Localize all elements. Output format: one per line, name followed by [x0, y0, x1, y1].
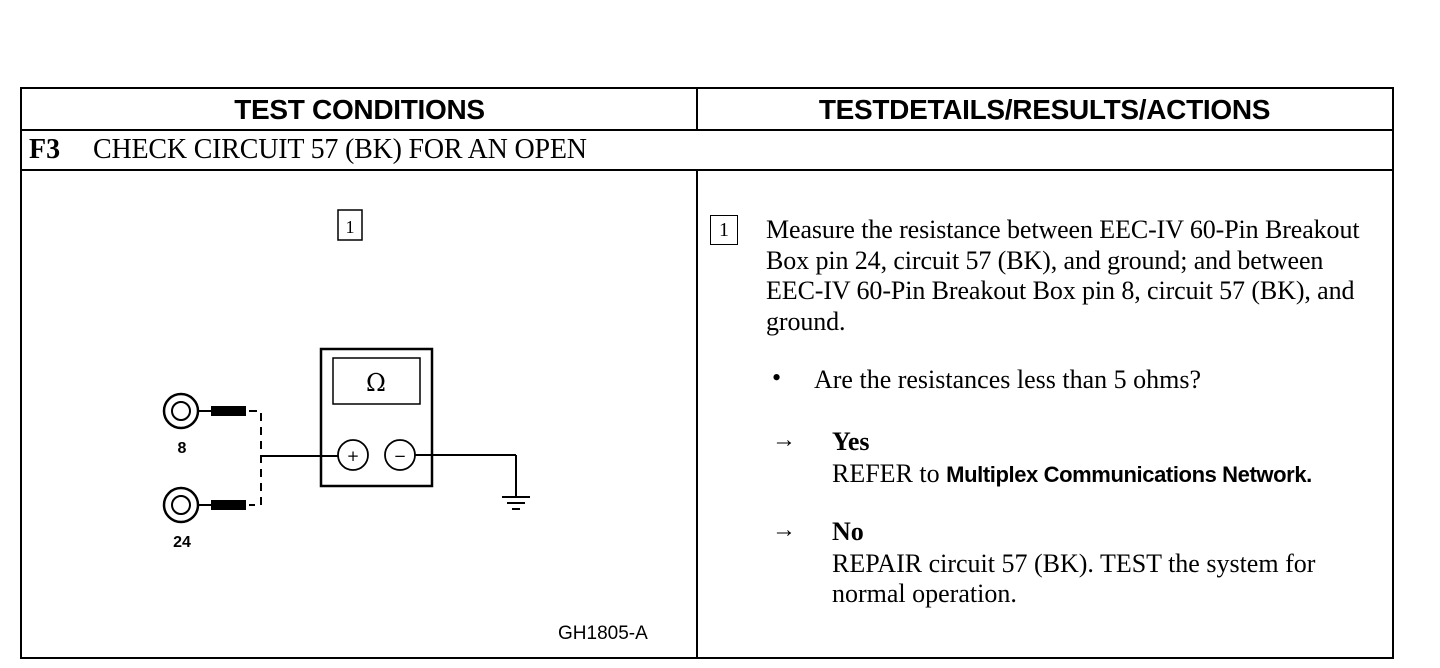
jumper-lead [249, 410, 262, 506]
yes-action-ref: Multiplex Communications Network. [946, 462, 1312, 487]
pin-24-label: 24 [173, 534, 191, 551]
header-rule [22, 129, 1392, 131]
figure-code: GH1805-A [558, 623, 648, 644]
yes-action: REFER to Multiplex Communications Networ… [832, 459, 1392, 490]
diagram-step-number: 1 [346, 217, 355, 237]
no-arrow-icon: → [772, 517, 796, 543]
minus-label: − [394, 447, 407, 465]
details-step-marker: 1 [710, 215, 738, 245]
header-test-conditions: TEST CONDITIONS [234, 94, 485, 125]
plus-label: + [347, 447, 360, 465]
pin-8-label: 8 [178, 440, 187, 457]
no-action: REPAIR circuit 57 (BK). TEST the system … [832, 549, 1316, 608]
header-test-details: TESTDETAILS/RESULTS/ACTIONS [818, 94, 1271, 125]
step-rule [22, 169, 1392, 171]
bullet: • [772, 363, 782, 392]
yes-label: Yes [832, 427, 870, 456]
step-title-row: F3 CHECK CIRCUIT 57 (BK) FOR AN OPEN [22, 131, 1392, 169]
step-title: CHECK CIRCUIT 57 (BK) FOR AN OPEN [93, 134, 587, 165]
question-text: Are the resistances less than 5 ohms? [814, 365, 1202, 394]
test-details: 1 Measure the resistance between EEC-IV … [698, 171, 1392, 659]
ground-symbol-icon [502, 496, 530, 510]
diagram-step-marker: 1 [337, 209, 363, 241]
no-label: No [832, 517, 864, 546]
ohmmeter-diagram: 1 Ω + − [162, 209, 530, 551]
yes-action-prefix: REFER to [832, 459, 940, 488]
test-table: TEST CONDITIONS TESTDETAILS/RESULTS/ACTI… [20, 87, 1394, 659]
instruction-text: Measure the resistance between EEC-IV 60… [766, 215, 1360, 336]
ohm-symbol: Ω [366, 369, 386, 397]
step-id: F3 [29, 134, 61, 165]
test-diagram: 1 Ω + − [22, 171, 696, 659]
connector-pin-icon-24 [162, 486, 246, 524]
ohmmeter-icon: Ω + − [319, 347, 434, 488]
yes-arrow-icon: → [772, 427, 796, 453]
column-divider-lower [696, 171, 698, 657]
column-divider [696, 89, 698, 131]
connector-pin-icon [162, 392, 246, 430]
